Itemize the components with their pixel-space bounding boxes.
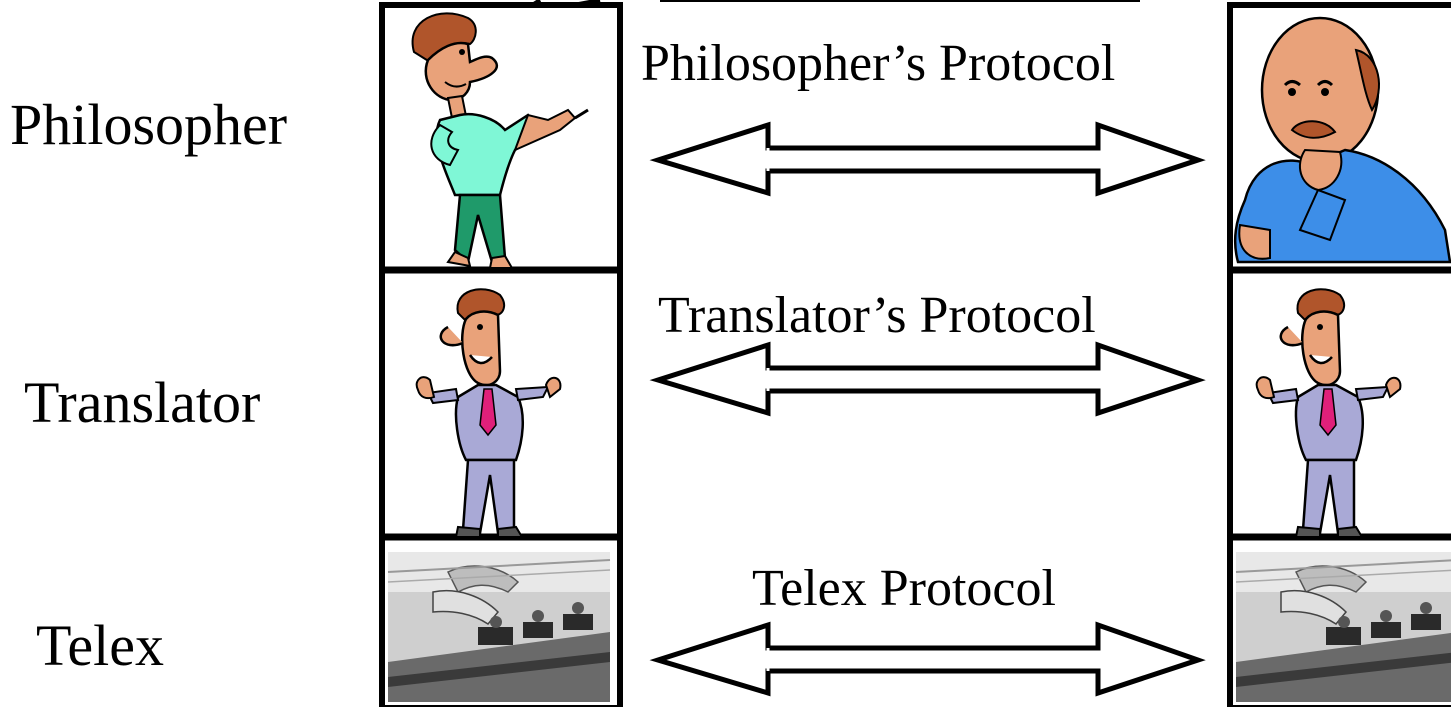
telex-protocol-arrow xyxy=(658,625,1198,693)
layer-label-translator: Translator xyxy=(24,370,261,435)
protocol-label-philosopher: Philosopher’s Protocol xyxy=(641,35,1116,92)
translator-protocol-arrow xyxy=(658,345,1198,413)
telex-machine-photo xyxy=(1235,551,1451,703)
telex-machine-photo xyxy=(387,551,611,703)
philosopher-pointing-icon xyxy=(411,12,589,269)
protocol-label-translator: Translator’s Protocol xyxy=(658,287,1096,344)
philosopher-protocol-arrow xyxy=(658,125,1198,193)
layer-label-telex: Telex xyxy=(36,613,164,678)
thinking-man-icon xyxy=(1233,16,1451,264)
layer-label-philosopher: Philosopher xyxy=(10,92,288,157)
protocol-label-telex: Telex Protocol xyxy=(752,560,1056,617)
